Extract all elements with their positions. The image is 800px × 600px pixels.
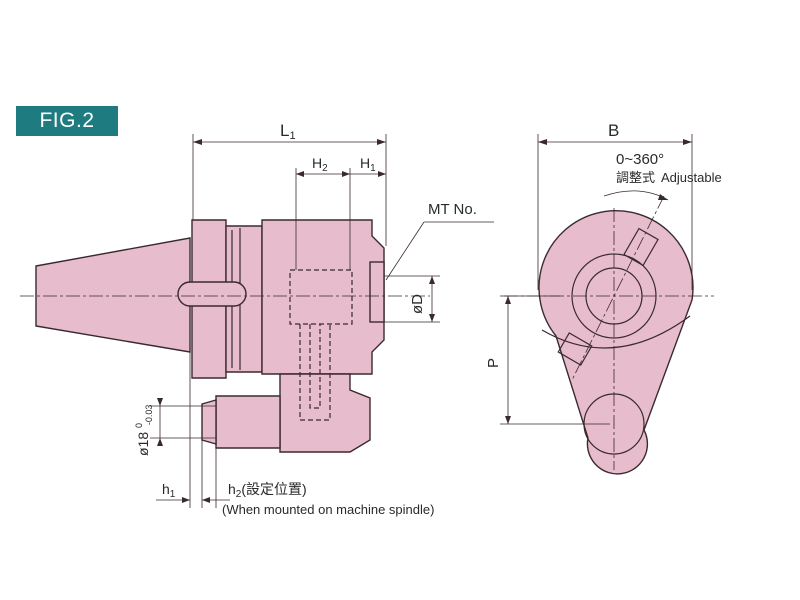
front-flange-edge bbox=[541, 315, 691, 349]
dim-b-label: B bbox=[608, 121, 619, 140]
angle-range-label: 0~360° bbox=[616, 151, 664, 168]
key-slot bbox=[177, 281, 247, 307]
front-key-slot bbox=[557, 332, 593, 366]
hidden-passage bbox=[299, 324, 331, 421]
taper-shank bbox=[35, 237, 191, 353]
nose-pilot bbox=[215, 395, 281, 449]
dim-h2-label: H2 bbox=[312, 155, 328, 174]
dim-p-label: P bbox=[485, 358, 502, 368]
nose-tip bbox=[201, 399, 217, 445]
front-view bbox=[504, 195, 714, 475]
hidden-passage-inner bbox=[309, 324, 321, 409]
dim-phi18-label: ø18 0 -0.03 bbox=[129, 405, 154, 456]
main-body bbox=[261, 219, 385, 375]
angle-arc bbox=[603, 190, 669, 201]
side-view bbox=[20, 219, 430, 453]
mounted-note: (When mounted on machine spindle) bbox=[222, 502, 434, 517]
dim-h1-small-label: h1 bbox=[162, 481, 176, 500]
side-dimensions: L1 H2 H1 MT No. øD ø18 0 -0.03 bbox=[129, 121, 494, 517]
front-centerline-angled bbox=[571, 195, 665, 381]
lower-arm bbox=[279, 373, 371, 453]
front-body bbox=[538, 210, 694, 475]
front-key-slot bbox=[623, 227, 659, 267]
dim-h2-small-label: h2(設定位置) bbox=[228, 481, 307, 500]
dim-l1-label: L1 bbox=[280, 121, 296, 142]
mt-bore bbox=[369, 261, 385, 323]
dim-phid-label: øD bbox=[409, 294, 426, 314]
hidden-bore bbox=[289, 269, 353, 325]
mt-no-label: MT No. bbox=[428, 201, 477, 218]
figure-label: FIG.2 bbox=[16, 106, 118, 136]
dim-h1-label: H1 bbox=[360, 155, 376, 174]
